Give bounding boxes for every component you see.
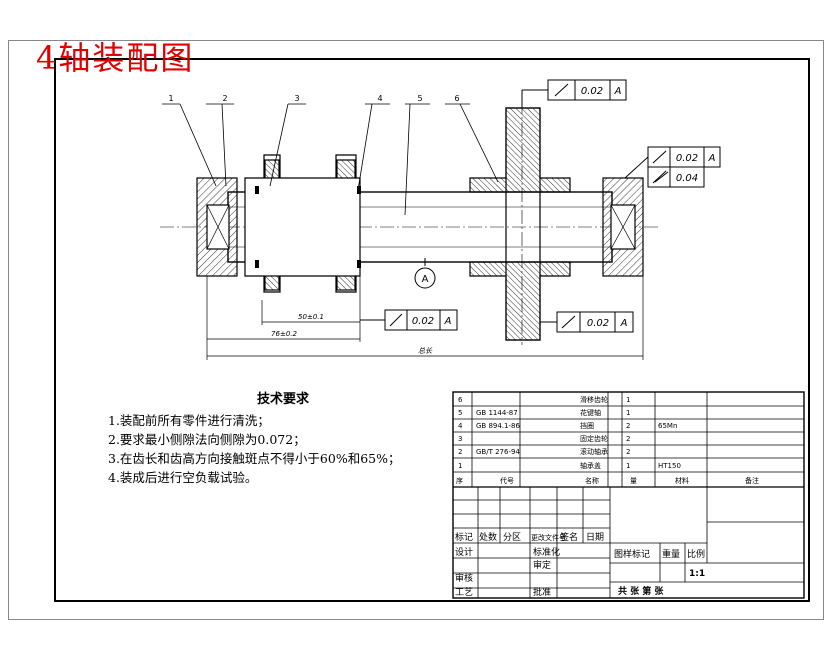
svg-text:0.02: 0.02 [581,86,603,97]
svg-text:滚动轴承: 滚动轴承 [580,447,608,456]
svg-text:更改文件号: 更改文件号 [531,533,566,542]
svg-text:0.02: 0.02 [676,153,698,164]
svg-text:2: 2 [626,422,630,430]
drawing-frame [54,58,810,602]
balloon-5: 5 [417,94,422,103]
svg-text:HT150: HT150 [658,462,681,470]
svg-text:0.02: 0.02 [587,318,609,329]
svg-text:标准化: 标准化 [533,546,560,558]
svg-text:固定齿轮: 固定齿轮 [580,434,608,443]
svg-text:1:1: 1:1 [689,569,705,579]
svg-text:GB 1144-87: GB 1144-87 [476,409,518,417]
tech-title: 技术要求 [256,392,309,407]
svg-text:1: 1 [626,462,630,470]
svg-text:审核: 审核 [455,572,473,584]
svg-text:A: A [708,153,716,164]
svg-text:6: 6 [458,396,463,404]
outer-border [8,40,824,620]
tolerance-frame-3: 0.04 [647,166,705,188]
svg-text:工艺: 工艺 [455,587,473,598]
svg-text:A: A [444,316,452,327]
svg-text:A: A [620,318,628,329]
technical-requirements: 技术要求 1.装配前所有零件进行清洗； 2.要求最小侧隙法向侧隙为0.072； … [108,388,438,487]
svg-text:76±0.2: 76±0.2 [271,330,297,338]
tech-item-2: 2.要求最小侧隙法向侧隙为0.072； [108,432,306,447]
sliding-gear [469,107,571,341]
svg-text:50±0.1: 50±0.1 [298,313,324,321]
balloon-3: 3 [294,94,299,103]
svg-text:材料: 材料 [675,476,689,485]
balloon-4: 4 [377,94,382,103]
retaining-rings [255,186,361,268]
part-balloons [162,103,499,216]
svg-text:1: 1 [626,409,630,417]
svg-text:处数: 处数 [479,531,497,543]
svg-text:GB/T 276-94: GB/T 276-94 [476,448,520,456]
fixed-gears [244,154,361,293]
svg-text:批准: 批准 [533,586,551,598]
svg-text:轴承盖: 轴承盖 [580,461,601,470]
svg-text:比例: 比例 [687,548,705,560]
svg-text:重量: 重量 [662,548,680,560]
svg-text:花键轴: 花键轴 [580,408,601,417]
svg-text:1: 1 [458,462,462,470]
svg-text:分区: 分区 [503,532,521,543]
svg-text:3: 3 [458,435,462,443]
svg-text:2: 2 [626,448,630,456]
tech-item-3: 3.在齿长和齿高方向接触斑点不得小于60%和65%； [108,451,401,466]
svg-text:名称: 名称 [585,476,599,485]
svg-text:A: A [614,86,622,97]
balloon-6: 6 [454,94,459,103]
svg-text:GB 894.1-86: GB 894.1-86 [476,422,520,430]
svg-text:备注: 备注 [745,476,759,485]
tolerance-frame-5: 0.02 A [540,311,634,333]
svg-text:图样标记: 图样标记 [614,548,650,560]
svg-text:审定: 审定 [533,559,551,571]
svg-text:序: 序 [456,476,463,485]
svg-text:量: 量 [630,477,637,485]
svg-text:2: 2 [626,435,630,443]
svg-text:设计: 设计 [455,546,473,558]
bearing-right [602,177,644,277]
svg-text:日期: 日期 [586,532,604,543]
svg-text:4: 4 [458,422,463,430]
svg-text:标记: 标记 [455,531,473,543]
svg-text:共 张 第 张: 共 张 第 张 [618,585,664,597]
svg-text:0.02: 0.02 [412,316,434,327]
tech-item-1: 1.装配前所有零件进行清洗； [108,413,270,428]
page-title: 4轴装配图 [36,39,195,77]
svg-text:2: 2 [458,448,462,456]
tech-item-4: 4.装成后进行空负载试验。 [108,470,258,485]
svg-text:0.04: 0.04 [676,173,698,184]
svg-text:65Mn: 65Mn [658,422,677,430]
tolerance-frame-4: 0.02 A [360,309,458,331]
svg-text:A: A [422,274,429,285]
dimension-texts: 50±0.1 76±0.2 总长 [271,313,433,355]
dimension-lines [206,276,644,360]
balloon-labels: 1 2 3 4 5 6 [168,94,459,103]
svg-text:1: 1 [626,396,630,404]
svg-text:5: 5 [458,409,462,417]
svg-text:签名: 签名 [560,531,578,543]
svg-text:滑移齿轮: 滑移齿轮 [580,395,608,404]
svg-text:挡圈: 挡圈 [580,421,594,430]
svg-text:总长: 总长 [418,347,433,355]
tolerance-frame-1: 0.02 A [521,79,627,108]
balloon-1: 1 [168,94,173,103]
balloon-2: 2 [222,94,227,103]
bearing-cover-left [196,177,238,277]
datum-a: A [414,258,436,289]
tolerance-frame-2: 0.02 A [624,146,721,179]
svg-text:代号: 代号 [500,476,514,485]
